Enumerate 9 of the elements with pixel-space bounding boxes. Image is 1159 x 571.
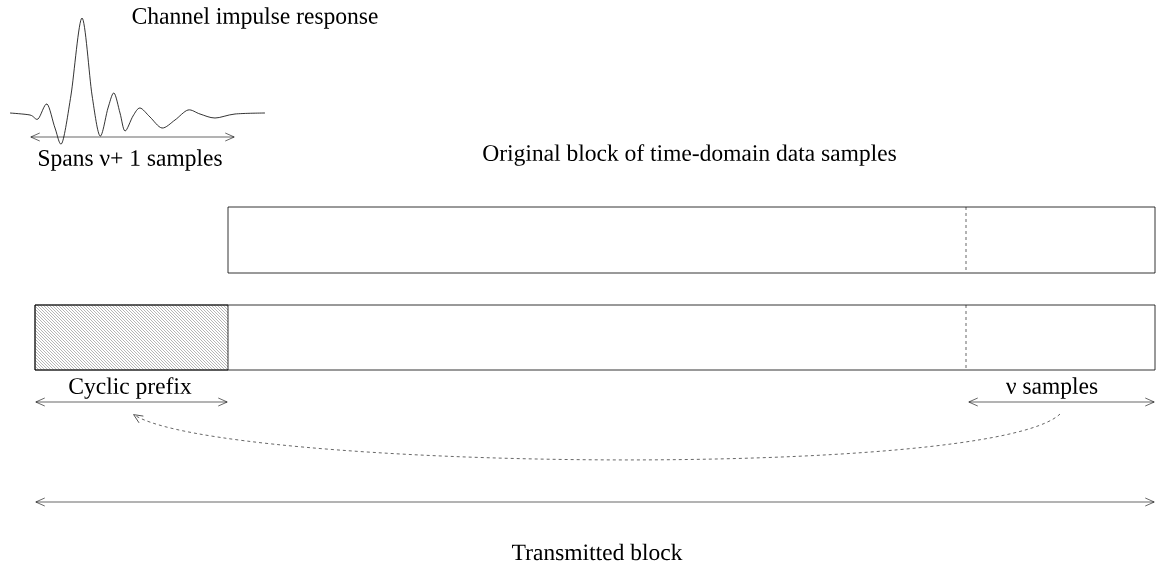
block-box: Original block of time-domain data samples	[227, 144, 1156, 274]
text-label: Spans ν+ 1 samples	[39, 149, 222, 171]
text-label: Transmitted block	[512, 543, 683, 561]
curved-arrow	[133, 413, 1061, 461]
node-label: Original block of time-domain data samples	[483, 144, 896, 166]
text-label: ν samples	[1005, 377, 1098, 399]
hatched-region	[34, 304, 229, 371]
text-label: Channel impulse response	[132, 7, 378, 29]
text-label: Cyclic prefix	[69, 377, 192, 399]
